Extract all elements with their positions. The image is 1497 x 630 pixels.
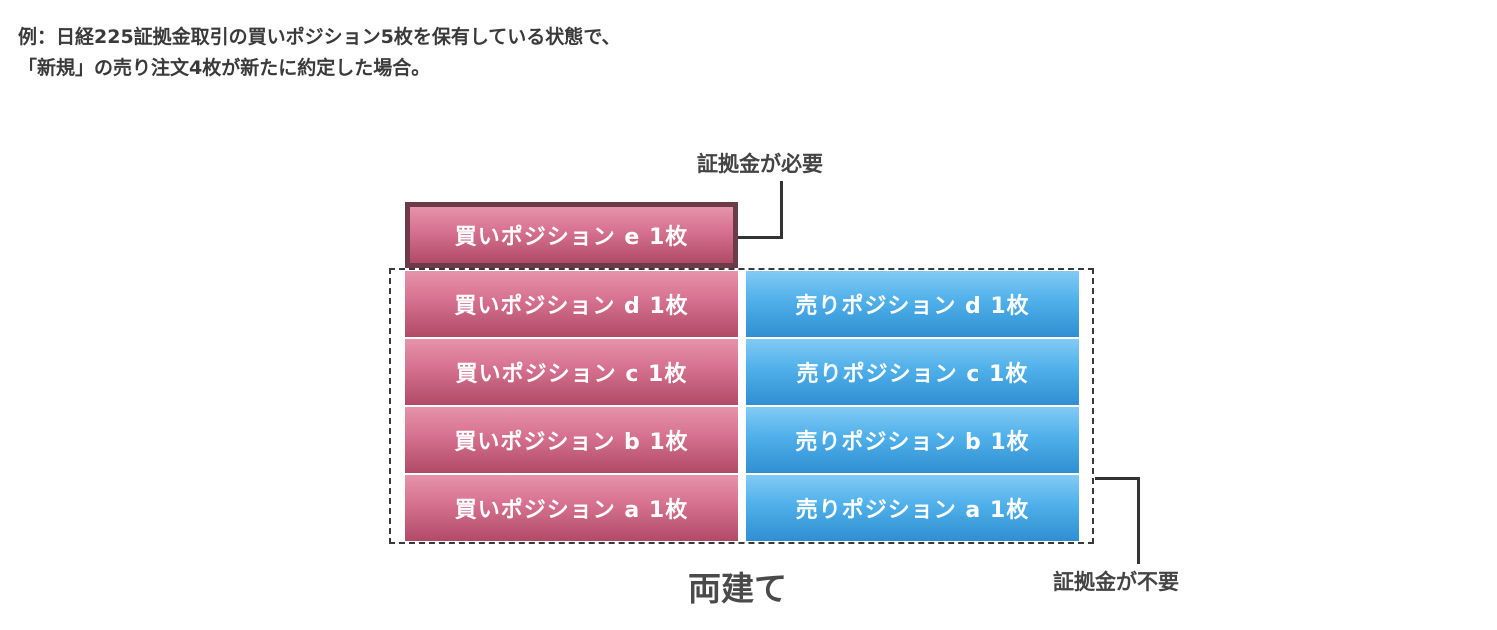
hedge-caption: 両建て bbox=[688, 569, 787, 608]
intro-text: 例：日経225証拠金取引の買いポジション5枚を保有している状態で、 「新規」の売… bbox=[18, 22, 621, 84]
buy-position-b: 買いポジション b 1枚 bbox=[405, 407, 738, 473]
margin-not-required-label: 証拠金が不要 bbox=[1053, 570, 1179, 594]
sell-position-b: 売りポジション b 1枚 bbox=[746, 407, 1079, 473]
buy-position-e: 買いポジション e 1枚 bbox=[405, 202, 738, 268]
sell-position-d: 売りポジション d 1枚 bbox=[746, 271, 1079, 337]
sell-position-a: 売りポジション a 1枚 bbox=[746, 475, 1079, 541]
intro-line-2: 「新規」の売り注文4枚が新たに約定した場合。 bbox=[18, 57, 431, 79]
buy-position-d: 買いポジション d 1枚 bbox=[405, 271, 738, 337]
buy-position-c: 買いポジション c 1枚 bbox=[405, 339, 738, 405]
margin-required-label: 証拠金が必要 bbox=[697, 152, 823, 176]
margin-required-connector bbox=[738, 181, 783, 239]
margin-not-required-connector bbox=[1095, 477, 1140, 564]
intro-line-1: 例：日経225証拠金取引の買いポジション5枚を保有している状態で、 bbox=[18, 26, 621, 48]
sell-position-c: 売りポジション c 1枚 bbox=[746, 339, 1079, 405]
hedge-group-outline bbox=[389, 268, 1094, 544]
buy-position-a: 買いポジション a 1枚 bbox=[405, 475, 738, 541]
